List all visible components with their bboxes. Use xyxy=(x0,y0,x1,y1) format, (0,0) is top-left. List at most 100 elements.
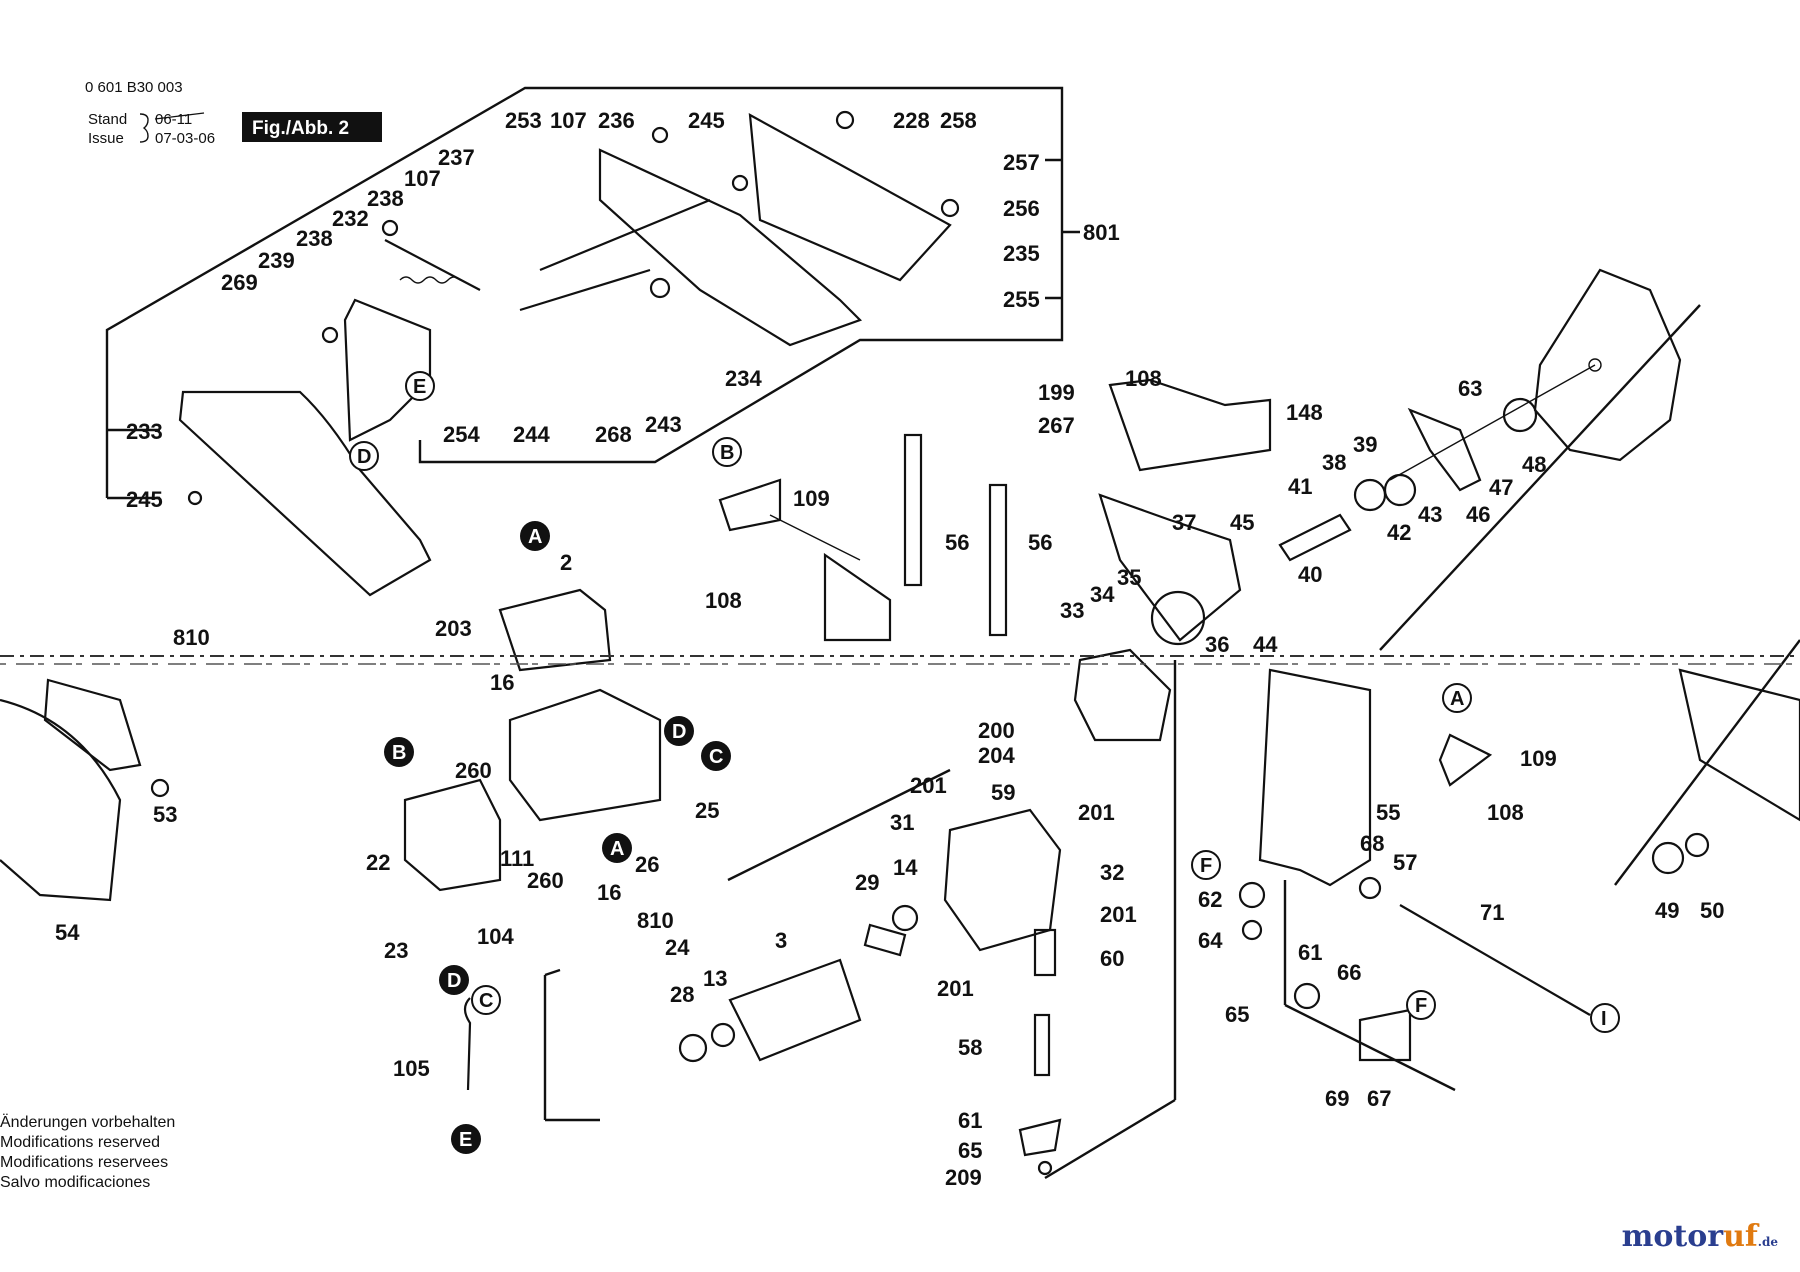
label-71: 71 xyxy=(1480,900,1504,925)
label-201a: 201 xyxy=(910,773,947,798)
marker-e-1 xyxy=(405,371,435,401)
flange-49 xyxy=(1651,841,1685,875)
label-239: 239 xyxy=(258,248,295,273)
label-201c: 201 xyxy=(1100,902,1137,927)
guard-side-plate xyxy=(178,390,432,597)
label-232: 232 xyxy=(332,206,369,231)
label-260a: 260 xyxy=(455,758,492,783)
note-fr: Modifications reservees xyxy=(0,1154,168,1171)
ring-42 xyxy=(1383,473,1417,507)
marker-c-2 xyxy=(471,985,501,1015)
label-810b: 810 xyxy=(637,908,674,933)
pin-244 xyxy=(519,268,651,312)
bar-housing xyxy=(823,552,892,642)
label-109a: 109 xyxy=(793,486,830,511)
marker-d-1 xyxy=(349,441,379,471)
label-38: 38 xyxy=(1322,450,1346,475)
label-46: 46 xyxy=(1466,502,1490,527)
cable-105 xyxy=(463,997,472,1091)
label-47: 47 xyxy=(1489,475,1513,500)
brand-suffix: .de xyxy=(1757,1235,1778,1249)
svg-text:A: A xyxy=(1450,688,1464,710)
label-24: 24 xyxy=(665,935,690,960)
label-41: 41 xyxy=(1288,474,1312,499)
label-267: 267 xyxy=(1038,413,1075,438)
plate-810 xyxy=(43,678,142,772)
fig-label: Fig./Abb. 2 xyxy=(252,118,349,139)
label-16b: 16 xyxy=(597,880,621,905)
label-33: 33 xyxy=(1060,598,1084,623)
label-238b: 238 xyxy=(296,226,333,251)
label-109b: 109 xyxy=(1520,746,1557,771)
label-257: 257 xyxy=(1003,150,1040,175)
sleeve-60 xyxy=(1033,928,1057,977)
screw-53 xyxy=(150,778,170,798)
shaft-71 xyxy=(1399,904,1591,1016)
washer-209 xyxy=(1037,1160,1053,1176)
brand-accent: uf xyxy=(1723,1219,1758,1254)
clip-109-a xyxy=(718,478,782,532)
gear-36 xyxy=(1150,590,1206,646)
label-56b: 56 xyxy=(1028,530,1052,555)
label-63: 63 xyxy=(1458,376,1482,401)
label-62: 62 xyxy=(1198,887,1222,912)
marker-i-1 xyxy=(1590,1003,1620,1033)
svg-text:I: I xyxy=(1601,1008,1607,1030)
arm-37 xyxy=(1098,493,1242,642)
label-810a: 810 xyxy=(173,625,210,650)
label-42: 42 xyxy=(1387,520,1411,545)
label-209: 209 xyxy=(945,1165,982,1190)
bevel-gear-61 xyxy=(1018,1118,1062,1157)
label-67: 67 xyxy=(1367,1086,1391,1111)
label-61a: 61 xyxy=(958,1108,982,1133)
label-105: 105 xyxy=(393,1056,430,1081)
svg-text:A: A xyxy=(528,526,542,548)
svg-text:C: C xyxy=(479,990,493,1012)
issue-date: 07-03-06 xyxy=(155,130,215,147)
label-108c: 108 xyxy=(1487,800,1524,825)
label-29: 29 xyxy=(855,870,879,895)
svg-text:E: E xyxy=(413,376,426,398)
svg-text:F: F xyxy=(1200,855,1212,877)
clip-109-b xyxy=(1438,733,1493,787)
blade-guard-frame xyxy=(105,86,1080,500)
base-assembly xyxy=(1073,648,1800,1092)
field-203 xyxy=(498,588,612,672)
label-53: 53 xyxy=(153,802,177,827)
label-104: 104 xyxy=(477,924,514,949)
svg-text:B: B xyxy=(392,742,406,764)
plate-29 xyxy=(863,923,907,957)
label-39: 39 xyxy=(1353,432,1377,457)
label-234: 234 xyxy=(725,366,762,391)
issue-label: Issue xyxy=(88,130,124,147)
guard-parts xyxy=(178,110,960,597)
stand-date: 06-11 xyxy=(155,111,192,128)
label-268: 268 xyxy=(595,422,632,447)
strike-line xyxy=(154,112,205,120)
svg-text:B: B xyxy=(720,442,734,464)
brand-logo[interactable]: motoruf.de xyxy=(1622,1219,1778,1254)
frame-55 xyxy=(1258,668,1372,887)
label-111: 111 xyxy=(500,846,534,871)
label-45: 45 xyxy=(1230,510,1254,535)
marker-c-1 xyxy=(701,741,731,771)
label-43: 43 xyxy=(1418,502,1442,527)
spring-lever xyxy=(384,239,481,291)
label-54: 54 xyxy=(55,920,80,945)
rail-56-b xyxy=(988,483,1008,637)
label-244: 244 xyxy=(513,422,550,447)
marker-a-1 xyxy=(520,521,550,551)
svg-text:D: D xyxy=(447,970,461,992)
motor-assembly xyxy=(403,588,1177,1180)
svg-text:C: C xyxy=(709,746,723,768)
pin-268 xyxy=(539,198,711,272)
housing-16 xyxy=(508,688,662,822)
marker-b-2 xyxy=(384,737,414,767)
label-16a: 16 xyxy=(490,670,514,695)
label-65a: 65 xyxy=(958,1138,982,1163)
label-256: 256 xyxy=(1003,196,1040,221)
label-269: 269 xyxy=(221,270,258,295)
bearing-13 xyxy=(710,1022,736,1048)
marker-d-3 xyxy=(439,965,469,995)
label-148: 148 xyxy=(1286,400,1323,425)
